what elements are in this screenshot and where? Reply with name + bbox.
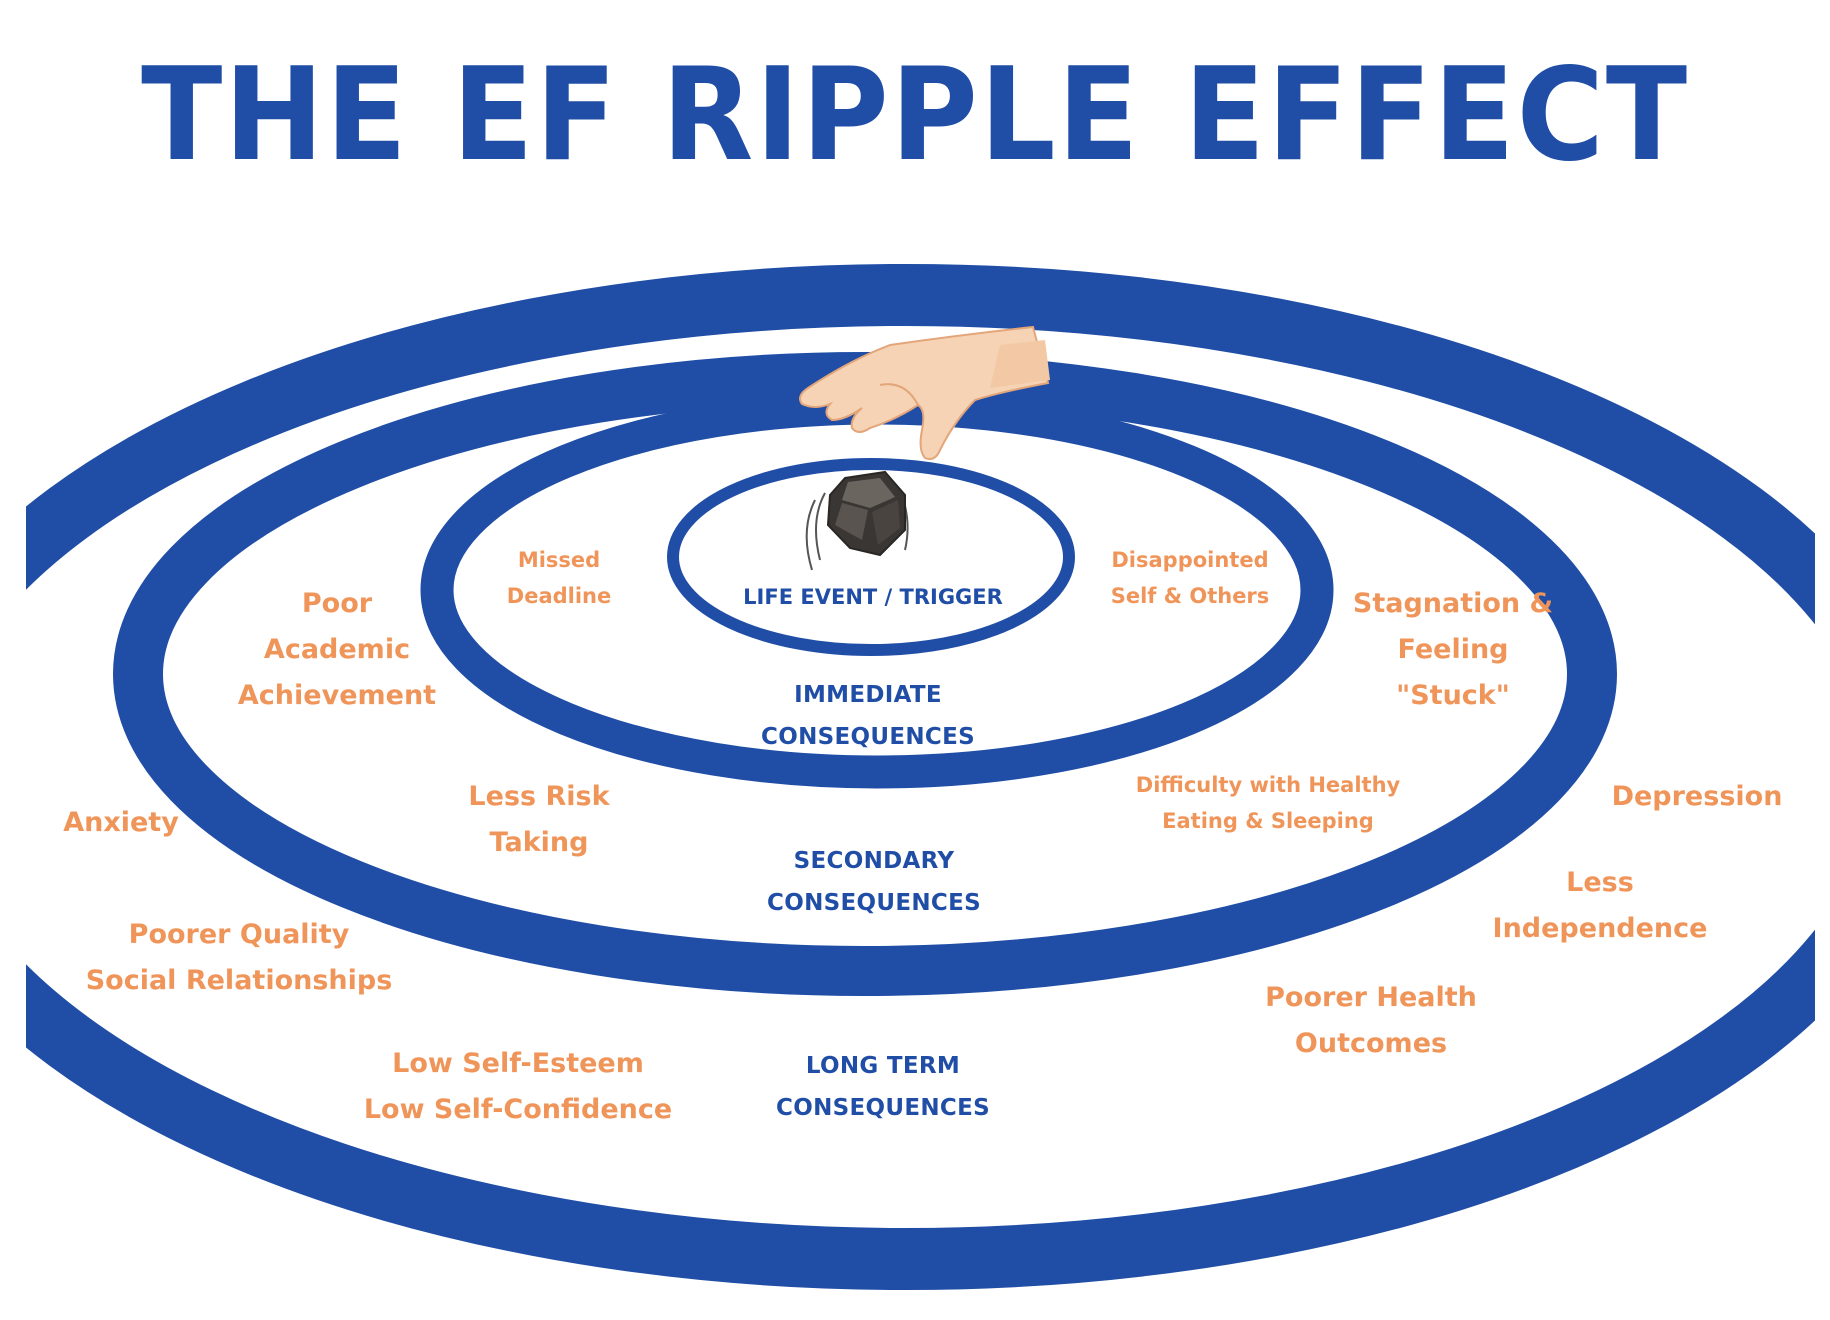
item-difficulty-eating-sleeping: Difficulty with Healthy Eating & Sleepin… [1135,773,1401,833]
item-poor-academic-achievement: Poor Academic Achievement [237,588,437,711]
long-term-consequences-label: LONG TERM CONSEQUENCES [776,1053,990,1121]
ring-trigger [667,458,1075,656]
item-missed-deadline: Missed Deadline [506,548,612,608]
stone-icon [805,470,909,571]
item-poorer-social-relationships: Poorer Quality Social Relationships [85,919,393,996]
item-disappointed-self-others: Disappointed Self & Others [1110,548,1270,608]
item-anxiety: Anxiety [63,807,179,838]
hand-icon [799,325,1050,460]
ring-long-term [26,264,1815,1290]
diagram-title: THE EF RIPPLE EFFECT [141,41,1689,190]
item-stagnation-feeling-stuck: Stagnation & Feeling "Stuck" [1352,588,1554,711]
item-poorer-health-outcomes: Poorer Health Outcomes [1265,982,1477,1059]
item-less-independence: Less Independence [1492,867,1708,944]
trigger-label: LIFE EVENT / TRIGGER [743,585,1003,609]
item-low-self-esteem-confidence: Low Self-Esteem Low Self-Confidence [363,1048,673,1125]
item-less-risk-taking: Less Risk Taking [468,781,610,858]
secondary-consequences-label: SECONDARY CONSEQUENCES [767,848,981,916]
immediate-consequences-label: IMMEDIATE CONSEQUENCES [761,682,975,750]
item-depression: Depression [1611,781,1783,812]
